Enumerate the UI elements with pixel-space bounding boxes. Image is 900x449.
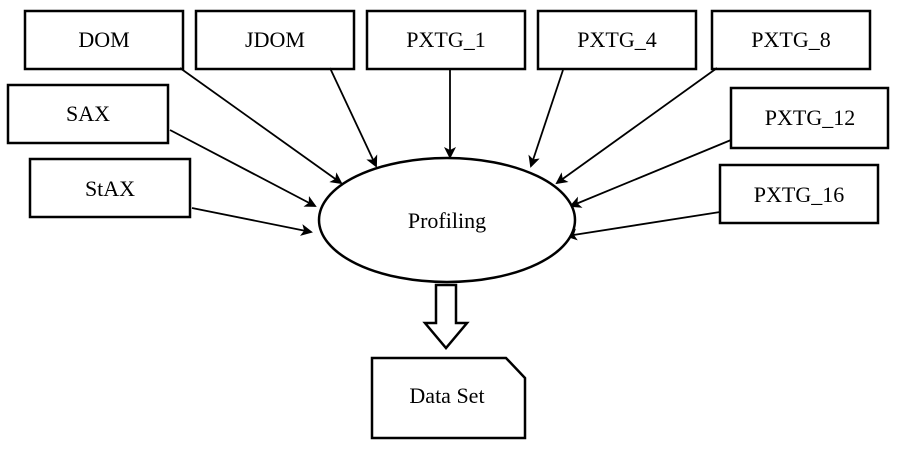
source-box-pxtg-8: PXTG_8 (710, 9, 872, 71)
source-label-pxtg-8: PXTG_8 (751, 27, 830, 52)
arrow-pxtg-12-to-profiling (569, 139, 732, 208)
source-label-jdom: JDOM (245, 27, 305, 52)
profiling-label: Profiling (408, 208, 486, 233)
source-label-dom: DOM (78, 27, 129, 52)
arrow-pxtg-8-to-profiling (555, 67, 718, 185)
source-label-pxtg-12: PXTG_12 (765, 105, 855, 130)
output-flow-arrow (422, 283, 470, 350)
source-box-pxtg-1: PXTG_1 (365, 9, 527, 71)
source-box-sax: SAX (6, 83, 170, 145)
source-label-pxtg-4: PXTG_4 (577, 27, 656, 52)
arrow-pxtg-16-to-profiling (565, 211, 721, 241)
source-box-jdom: JDOM (194, 9, 356, 71)
arrow-pxtg-4-to-profiling (528, 69, 564, 168)
source-box-pxtg-16: PXTG_16 (718, 163, 880, 225)
source-label-pxtg-1: PXTG_1 (406, 27, 485, 52)
arrow-stax-to-profiling (191, 207, 313, 236)
source-box-stax: StAX (28, 157, 192, 219)
source-label-pxtg-16: PXTG_16 (754, 182, 844, 207)
source-box-pxtg-12: PXTG_12 (729, 86, 890, 150)
profiling-process: Profiling (317, 156, 577, 284)
data-set-label: Data Set (409, 383, 484, 408)
source-label-sax: SAX (66, 101, 110, 126)
arrow-dom-to-profiling (179, 67, 343, 185)
source-label-stax: StAX (85, 176, 135, 201)
source-box-dom: DOM (23, 9, 185, 71)
data-set-output: Data Set (370, 356, 527, 440)
source-box-pxtg-4: PXTG_4 (536, 9, 698, 71)
arrow-jdom-to-profiling (329, 67, 378, 168)
arrow-sax-to-profiling (169, 129, 317, 207)
